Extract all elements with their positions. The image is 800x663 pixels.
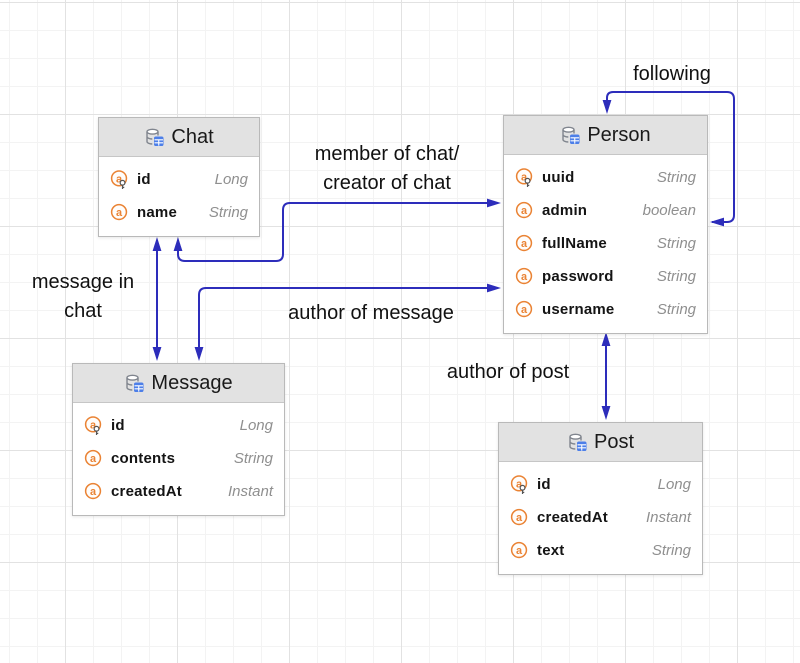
field-name: contents xyxy=(111,450,176,467)
attribute-icon xyxy=(515,267,533,285)
entity-person[interactable]: Person uuid String admin boolean fullNam… xyxy=(503,115,708,334)
field-name: password xyxy=(542,268,614,285)
field-name: username xyxy=(542,301,615,318)
field-type: Long xyxy=(214,171,248,188)
field-type: Long xyxy=(657,476,691,493)
field-type: String xyxy=(656,169,696,186)
entity-chat-header: Chat xyxy=(99,118,259,157)
entity-post[interactable]: Post id Long createdAt Instant text Stri… xyxy=(498,422,703,575)
field-type: String xyxy=(656,301,696,318)
field-name: text xyxy=(537,542,565,559)
database-table-icon xyxy=(569,433,587,452)
attribute-key-icon xyxy=(510,475,528,494)
field-name: name xyxy=(137,204,177,221)
entity-title: Chat xyxy=(171,125,214,148)
entity-title: Message xyxy=(151,371,233,394)
entity-person-header: Person xyxy=(504,116,707,155)
field-name: id xyxy=(137,171,151,188)
database-table-icon xyxy=(146,128,165,147)
relationship-label-following: following xyxy=(633,63,711,85)
field-row: name String xyxy=(99,196,259,229)
field-row: password String xyxy=(504,260,707,293)
field-type: String xyxy=(208,204,248,221)
field-row: admin boolean xyxy=(504,194,707,227)
relationship-label-member-of-chat: member of chat/ creator of chat xyxy=(314,143,460,194)
attribute-icon xyxy=(110,203,128,221)
field-type: String xyxy=(233,450,273,467)
entity-post-header: Post xyxy=(499,423,702,462)
field-name: createdAt xyxy=(111,483,182,500)
attribute-key-icon xyxy=(515,168,533,187)
attribute-icon xyxy=(515,300,533,318)
entity-chat[interactable]: Chat id Long name String xyxy=(98,117,260,237)
entity-message[interactable]: Message id Long contents String createdA… xyxy=(72,363,285,516)
field-row: text String xyxy=(499,534,702,567)
attribute-icon xyxy=(84,482,102,500)
field-name: createdAt xyxy=(537,509,608,526)
field-row: uuid String xyxy=(504,161,707,194)
relationship-author-of-post-arrow[interactable] xyxy=(601,332,611,420)
field-row: fullName String xyxy=(504,227,707,260)
entity-post-fields: id Long createdAt Instant text String xyxy=(499,462,702,574)
entity-title: Person xyxy=(587,123,651,146)
entity-chat-fields: id Long name String xyxy=(99,157,259,236)
field-name: id xyxy=(111,417,125,434)
attribute-icon xyxy=(515,234,533,252)
field-row: createdAt Instant xyxy=(499,501,702,534)
field-type: Instant xyxy=(227,483,273,500)
relationship-label-message-in-chat: message in chat xyxy=(31,271,135,322)
field-row: username String xyxy=(504,293,707,326)
relationship-label-author-of-message: author of message xyxy=(288,302,454,324)
relationship-label-author-of-post: author of post xyxy=(446,361,570,383)
entity-title: Post xyxy=(593,430,635,453)
field-row: id Long xyxy=(73,409,284,442)
field-type: boolean xyxy=(642,202,696,219)
field-type: String xyxy=(656,268,696,285)
field-name: fullName xyxy=(542,235,607,252)
field-row: id Long xyxy=(99,163,259,196)
attribute-icon xyxy=(515,201,533,219)
entity-person-fields: uuid String admin boolean fullName Strin… xyxy=(504,155,707,333)
attribute-key-icon xyxy=(110,170,128,189)
entity-message-fields: id Long contents String createdAt Instan… xyxy=(73,403,284,515)
field-row: createdAt Instant xyxy=(73,475,284,508)
field-row: contents String xyxy=(73,442,284,475)
field-type: Long xyxy=(239,417,273,434)
entity-message-header: Message xyxy=(73,364,284,403)
attribute-icon xyxy=(510,508,528,526)
field-type: String xyxy=(651,542,691,559)
field-name: admin xyxy=(542,202,588,219)
attribute-key-icon xyxy=(84,416,102,435)
field-name: uuid xyxy=(542,169,575,186)
attribute-icon xyxy=(84,449,102,467)
field-row: id Long xyxy=(499,468,702,501)
attribute-icon xyxy=(510,541,528,559)
database-table-icon xyxy=(126,374,145,393)
field-name: id xyxy=(537,476,551,493)
field-type: Instant xyxy=(645,509,691,526)
relationship-message-in-chat-arrow[interactable] xyxy=(152,237,162,361)
field-type: String xyxy=(656,235,696,252)
database-table-icon xyxy=(562,126,581,145)
